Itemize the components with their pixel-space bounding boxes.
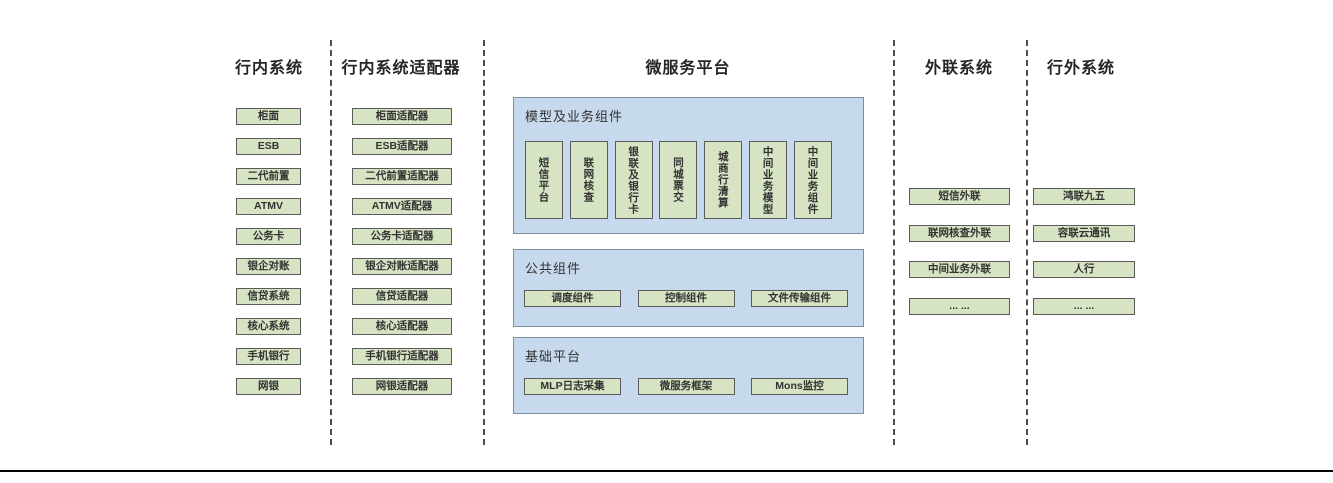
internal-system-box: ATMV	[236, 198, 301, 215]
adapter-box: 网银适配器	[352, 378, 452, 395]
external-link-box: 短信外联	[909, 188, 1010, 205]
business-component-box: 银联及银行卡	[614, 141, 653, 219]
outside-system-box: 人行	[1033, 261, 1135, 278]
outside-system-box: 容联云通讯	[1033, 224, 1135, 242]
external-link-systems-column: 短信外联 联网核查外联 中间业务外联 ... ...	[909, 188, 1010, 315]
adapter-box: 信贷适配器	[352, 288, 452, 305]
internal-systems-column: 柜面 ESB 二代前置 ATMV 公务卡 银企对账 信贷系统 核心系统 手机银行…	[236, 108, 301, 395]
vertical-box-row: 短信平台 联网核查 银联及银行卡 同城票交 城商行清算 中间业务模型 中间业务组…	[525, 141, 832, 219]
internal-system-box: 手机银行	[236, 348, 301, 365]
internal-system-box: 公务卡	[236, 228, 301, 245]
base-platform-panel: 基础平台 MLP日志采集 微服务框架 Mons监控	[513, 337, 864, 414]
dashed-separator-4	[1026, 40, 1028, 445]
business-component-box: 城商行清算	[704, 141, 743, 219]
business-component-box: 中间业务模型	[749, 141, 788, 219]
internal-system-box: 银企对账	[236, 258, 301, 275]
outside-system-box: 鸿联九五	[1033, 188, 1135, 205]
external-link-box: ... ...	[909, 297, 1010, 315]
model-business-components-panel: 模型及业务组件 短信平台 联网核查 银联及银行卡 同城票交 城商行清算 中间业务…	[513, 97, 864, 234]
panel-title: 基础平台	[525, 349, 582, 364]
adapter-box: 手机银行适配器	[352, 348, 452, 365]
internal-system-box: 核心系统	[236, 318, 301, 335]
horizontal-box-row: 调度组件 控制组件 文件传输组件	[524, 290, 848, 307]
panel-title: 公共组件	[525, 261, 582, 276]
base-platform-box: 微服务框架	[637, 378, 735, 395]
bottom-divider	[0, 470, 1333, 472]
column-header-microservice-platform: 微服务平台	[645, 60, 731, 77]
dashed-separator-3	[893, 40, 895, 445]
business-component-box: 同城票交	[659, 141, 698, 219]
common-component-box: 调度组件	[524, 290, 621, 307]
adapter-box: 柜面适配器	[352, 108, 452, 125]
base-platform-box: MLP日志采集	[524, 378, 621, 395]
adapter-box: ESB适配器	[352, 138, 452, 155]
internal-adapters-column: 柜面适配器 ESB适配器 二代前置适配器 ATMV适配器 公务卡适配器 银企对账…	[352, 108, 452, 395]
internal-system-box: 二代前置	[236, 168, 301, 185]
internal-system-box: 信贷系统	[236, 288, 301, 305]
outside-system-box: ... ...	[1033, 297, 1135, 315]
column-header-internal-systems: 行内系统	[234, 60, 304, 77]
external-link-box: 联网核查外联	[909, 224, 1010, 242]
dashed-separator-1	[330, 40, 332, 445]
common-component-box: 控制组件	[637, 290, 735, 307]
adapter-box: 二代前置适配器	[352, 168, 452, 185]
adapter-box: ATMV适配器	[352, 198, 452, 215]
adapter-box: 公务卡适配器	[352, 228, 452, 245]
column-header-outside-systems: 行外系统	[1046, 60, 1116, 77]
business-component-box: 短信平台	[525, 141, 563, 219]
horizontal-box-row: MLP日志采集 微服务框架 Mons监控	[524, 378, 848, 395]
internal-system-box: ESB	[236, 138, 301, 155]
business-component-box: 联网核查	[569, 141, 608, 219]
dashed-separator-2	[483, 40, 485, 445]
internal-system-box: 柜面	[236, 108, 301, 125]
common-component-box: 文件传输组件	[751, 290, 848, 307]
external-link-box: 中间业务外联	[909, 261, 1010, 278]
adapter-box: 核心适配器	[352, 318, 452, 335]
internal-system-box: 网银	[236, 378, 301, 395]
base-platform-box: Mons监控	[751, 378, 848, 395]
panel-title: 模型及业务组件	[525, 109, 624, 124]
column-header-external-link-systems: 外联系统	[924, 60, 994, 77]
outside-systems-column: 鸿联九五 容联云通讯 人行 ... ...	[1033, 188, 1135, 315]
column-header-internal-adapters: 行内系统适配器	[341, 60, 461, 77]
business-component-box: 中间业务组件	[793, 141, 832, 219]
adapter-box: 银企对账适配器	[352, 258, 452, 275]
common-components-panel: 公共组件 调度组件 控制组件 文件传输组件	[513, 249, 864, 327]
